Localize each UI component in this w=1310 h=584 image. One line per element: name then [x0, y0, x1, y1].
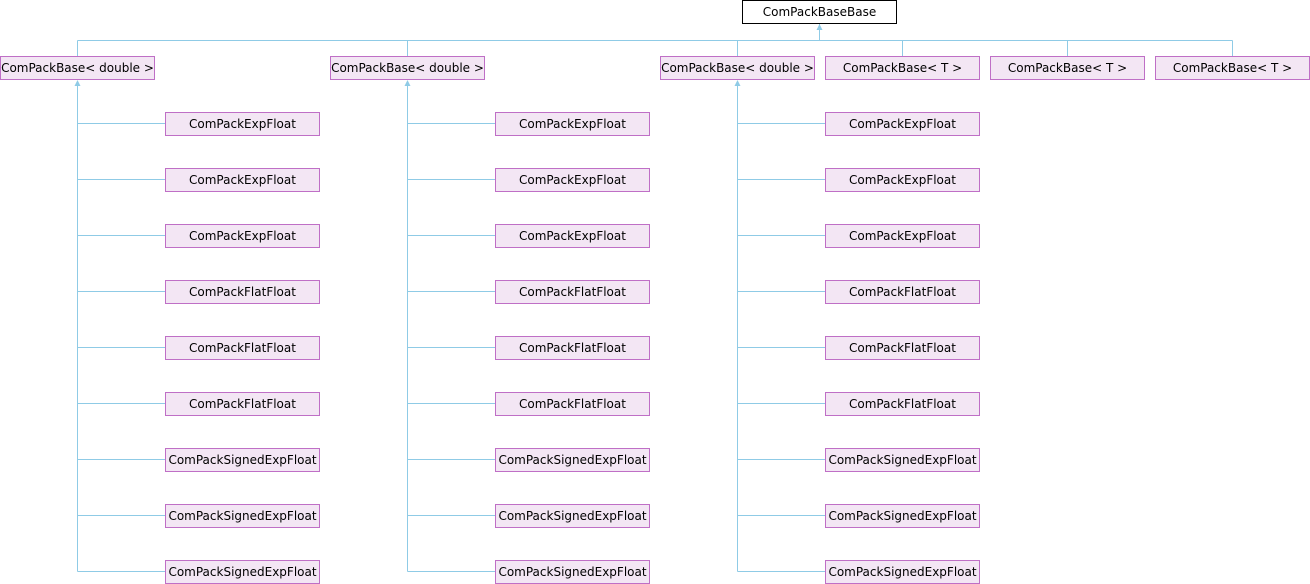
node-derived-1-7[interactable]: ComPackSignedExpFloat: [495, 504, 650, 528]
node-derived-1-1[interactable]: ComPackExpFloat: [495, 168, 650, 192]
node-derived-1-5[interactable]: ComPackFlatFloat: [495, 392, 650, 416]
node-derived-2-2[interactable]: ComPackExpFloat: [825, 224, 980, 248]
node-derived-0-5[interactable]: ComPackFlatFloat: [165, 392, 320, 416]
node-base-5[interactable]: ComPackBase< T >: [1155, 56, 1310, 80]
arrow-base-1: [404, 80, 411, 86]
node-derived-2-4[interactable]: ComPackFlatFloat: [825, 336, 980, 360]
node-base-3[interactable]: ComPackBase< T >: [825, 56, 980, 80]
node-derived-0-2[interactable]: ComPackExpFloat: [165, 224, 320, 248]
node-derived-0-4[interactable]: ComPackFlatFloat: [165, 336, 320, 360]
node-derived-1-2[interactable]: ComPackExpFloat: [495, 224, 650, 248]
node-derived-2-5[interactable]: ComPackFlatFloat: [825, 392, 980, 416]
node-derived-0-1[interactable]: ComPackExpFloat: [165, 168, 320, 192]
node-base-2[interactable]: ComPackBase< double >: [660, 56, 815, 80]
node-derived-2-8[interactable]: ComPackSignedExpFloat: [825, 560, 980, 584]
node-derived-1-4[interactable]: ComPackFlatFloat: [495, 336, 650, 360]
node-derived-2-6[interactable]: ComPackSignedExpFloat: [825, 448, 980, 472]
node-derived-0-7[interactable]: ComPackSignedExpFloat: [165, 504, 320, 528]
node-derived-0-0[interactable]: ComPackExpFloat: [165, 112, 320, 136]
arrow-base-2: [734, 80, 741, 86]
node-derived-1-3[interactable]: ComPackFlatFloat: [495, 280, 650, 304]
node-derived-1-0[interactable]: ComPackExpFloat: [495, 112, 650, 136]
node-derived-0-6[interactable]: ComPackSignedExpFloat: [165, 448, 320, 472]
node-base-1[interactable]: ComPackBase< double >: [330, 56, 485, 80]
node-derived-2-0[interactable]: ComPackExpFloat: [825, 112, 980, 136]
node-root: ComPackBaseBase: [742, 0, 897, 24]
arrow-root: [816, 24, 823, 30]
node-base-0[interactable]: ComPackBase< double >: [0, 56, 155, 80]
node-derived-0-3[interactable]: ComPackFlatFloat: [165, 280, 320, 304]
node-derived-0-8[interactable]: ComPackSignedExpFloat: [165, 560, 320, 584]
arrow-base-0: [74, 80, 81, 86]
node-derived-2-7[interactable]: ComPackSignedExpFloat: [825, 504, 980, 528]
node-derived-2-3[interactable]: ComPackFlatFloat: [825, 280, 980, 304]
node-base-4[interactable]: ComPackBase< T >: [990, 56, 1145, 80]
node-derived-1-8[interactable]: ComPackSignedExpFloat: [495, 560, 650, 584]
node-derived-2-1[interactable]: ComPackExpFloat: [825, 168, 980, 192]
node-derived-1-6[interactable]: ComPackSignedExpFloat: [495, 448, 650, 472]
